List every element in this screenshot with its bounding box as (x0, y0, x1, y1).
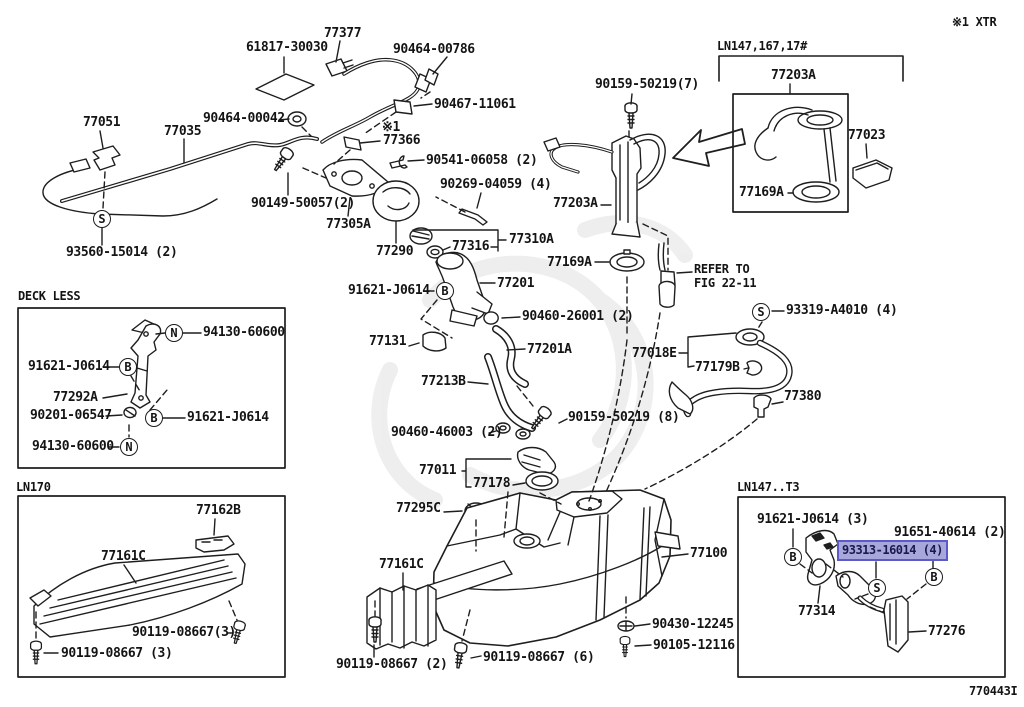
part-label-90149-50057: 90149-50057(2) (251, 196, 355, 211)
refer-note-line1: REFER TO (694, 262, 750, 276)
dashed-leader-lines (35, 91, 927, 642)
part-label-90159-50219-8: 90159-50219 (8) (568, 410, 680, 425)
part-label-77203A-main: 77203A (553, 196, 598, 211)
note-xtr: ※1 XTR (952, 15, 997, 29)
part-label-90269-04059: 90269-04059 (4) (440, 177, 552, 192)
ln170-inset-drawing (17, 495, 286, 678)
part-label-90119-08667-3a: 90119-08667(3) (132, 625, 236, 640)
part-label-90430-12245: 90430-12245 (652, 617, 734, 632)
part-label-94130-60600-top: 94130-60600 (203, 325, 285, 340)
symbol-B-filler: B (436, 282, 454, 300)
tank-fasteners-drawing (617, 620, 635, 632)
part-label-77051: 77051 (83, 115, 121, 130)
symbol-S-breather: S (752, 303, 770, 321)
part-label-77310A: 77310A (509, 232, 554, 247)
note-x1: ※1 (382, 120, 400, 135)
fuel-line-drawing (42, 57, 488, 226)
part-label-90460-46003: 90460-46003 (2) (391, 425, 503, 440)
inset-title-ln147-167-17: LN147,167,17# (717, 39, 808, 53)
part-label-77290: 77290 (376, 244, 414, 259)
symbol-B-t3-right: B (925, 568, 943, 586)
part-label-93313-16014-highlighted[interactable]: 93313-16014 (4) (837, 540, 948, 561)
part-label-77162B: 77162B (196, 503, 241, 518)
part-label-77023: 77023 (848, 128, 886, 143)
part-label-77377: 77377 (324, 26, 362, 41)
inset-title-ln147-t3: LN147..T3 (737, 480, 800, 494)
part-label-77276: 77276 (928, 624, 966, 639)
part-label-77203A-inset: 77203A (771, 68, 816, 83)
part-label-77314: 77314 (798, 604, 836, 619)
symbol-N-deckless-top: N (165, 324, 183, 342)
part-label-61817-30030: 61817-30030 (246, 40, 328, 55)
part-label-90119-08667-2: 90119-08667 (2) (336, 657, 448, 672)
part-label-77305A: 77305A (326, 217, 371, 232)
part-label-77035: 77035 (164, 124, 202, 139)
part-label-77131: 77131 (369, 334, 407, 349)
symbol-S-main: S (93, 210, 111, 228)
part-label-90464-00042: 90464-00042 (203, 111, 285, 126)
part-label-91621-J0614-a: 91621-J0614 (28, 359, 110, 374)
refer-note-line2: FIG 22-11 (694, 276, 757, 290)
part-label-90467-11061: 90467-11061 (434, 97, 516, 112)
diagram-id: 770443I (969, 684, 1018, 698)
symbol-B-deckless-a: B (119, 358, 137, 376)
part-label-94130-60600-bottom: 94130-60600 (32, 439, 114, 454)
part-label-90119-08667-3b: 90119-08667 (3) (61, 646, 173, 661)
inset-pointer-arrow (672, 128, 746, 167)
part-label-77366: 77366 (383, 133, 421, 148)
part-label-90201-06547: 90201-06547 (30, 408, 112, 423)
part-label-91621-J0614-b: 91621-J0614 (187, 410, 269, 425)
part-label-77018E: 77018E (632, 346, 677, 361)
part-label-91621-J0614-filler: 91621-J0614 (348, 283, 430, 298)
fuel-tank-drawing (416, 489, 681, 647)
part-label-77201A: 77201A (527, 342, 572, 357)
part-label-90464-00786: 90464-00786 (393, 42, 475, 57)
part-label-90460-26001: 90460-26001 (2) (522, 309, 634, 324)
part-label-90105-12116: 90105-12116 (653, 638, 735, 653)
inset-77203A-drawing (718, 55, 904, 213)
symbol-S-t3: S (868, 579, 886, 597)
part-label-77295C: 77295C (396, 501, 441, 516)
part-label-77169A-inset: 77169A (739, 185, 784, 200)
fuel-inlet-plate-drawing (322, 158, 444, 259)
part-label-77213B: 77213B (421, 374, 466, 389)
part-label-91651-40614: 91651-40614 (2) (894, 525, 1006, 540)
breather-hose-drawing (668, 328, 793, 418)
symbol-B-t3-left: B (784, 548, 802, 566)
fuel-pump-assembly-drawing (543, 133, 676, 308)
part-label-77169A-main: 77169A (547, 255, 592, 270)
deckless-inset-drawing (17, 307, 286, 469)
part-label-93319-A4010: 93319-A4010 (4) (786, 303, 898, 318)
filler-pipe-drawing (422, 251, 559, 520)
part-label-77011: 77011 (419, 463, 457, 478)
inset-title-deck-less: DECK LESS (18, 289, 81, 303)
part-label-90119-08667-6: 90119-08667 (6) (483, 650, 595, 665)
inset-title-ln170: LN170 (16, 480, 51, 494)
part-label-93560-15014: 93560-15014 (2) (66, 245, 178, 260)
part-label-77179B: 77179B (695, 360, 740, 375)
tank-shield-drawing (366, 584, 437, 650)
part-label-77380: 77380 (784, 389, 822, 404)
part-label-91621-J0614-3: 91621-J0614 (3) (757, 512, 869, 527)
part-label-77201: 77201 (497, 276, 535, 291)
symbol-B-deckless-b: B (145, 409, 163, 427)
part-label-77161C-inset: 77161C (101, 549, 146, 564)
part-label-90159-50219-7: 90159-50219(7) (595, 77, 699, 92)
part-label-77161C-main: 77161C (379, 557, 424, 572)
part-label-77292A: 77292A (53, 390, 98, 405)
part-label-90541-06058: 90541-06058 (2) (426, 153, 538, 168)
part-label-77100: 77100 (690, 546, 728, 561)
part-label-77178: 77178 (473, 476, 511, 491)
part-label-77316: 77316 (452, 239, 490, 254)
ln147t3-inset-drawing (737, 496, 1006, 678)
symbol-N-deckless-bottom: N (120, 438, 138, 456)
